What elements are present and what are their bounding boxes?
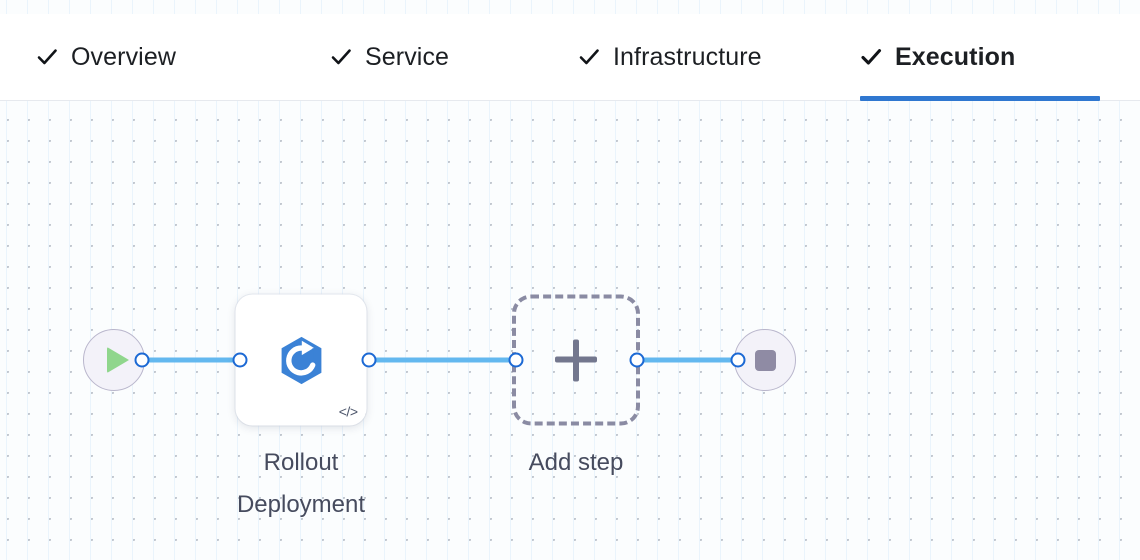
add-step-node[interactable]	[512, 294, 640, 426]
tab-service[interactable]: Service	[330, 14, 492, 100]
play-icon	[106, 347, 129, 373]
stage-tab-bar: Overview Service Infrastructure Executio…	[0, 14, 1140, 101]
tab-execution-underline	[860, 96, 1100, 101]
edge-start-to-rollout[interactable]	[142, 357, 240, 363]
plus-icon	[555, 339, 597, 381]
stage-tabs: Overview Service Infrastructure Executio…	[0, 14, 1140, 101]
rollout-deployment-icon	[275, 334, 327, 386]
port-addstep-input[interactable]	[508, 352, 524, 368]
check-icon	[330, 46, 352, 68]
code-icon[interactable]: </>	[338, 403, 358, 420]
check-icon	[860, 46, 882, 68]
tab-service-label: Service	[365, 42, 450, 71]
port-start-output[interactable]	[134, 352, 150, 368]
tab-overview[interactable]: Overview	[36, 14, 224, 100]
execution-flow-graph: </> Rollout Deployment Add step	[0, 101, 1140, 560]
node-label-rollout-deployment: Rollout Deployment	[236, 449, 366, 518]
tab-execution-label: Execution	[895, 42, 1016, 71]
stop-icon	[754, 349, 776, 371]
edge-addstep-to-end[interactable]	[637, 357, 738, 363]
tab-infrastructure-label: Infrastructure	[613, 42, 762, 71]
check-icon	[578, 46, 600, 68]
step-node-rollout-deployment[interactable]: </>	[235, 294, 367, 426]
port-rollout-input[interactable]	[232, 352, 248, 368]
port-addstep-output[interactable]	[629, 352, 645, 368]
check-icon	[36, 46, 58, 68]
port-end-input[interactable]	[730, 352, 746, 368]
edge-rollout-to-addstep[interactable]	[369, 357, 516, 363]
tab-execution[interactable]: Execution	[860, 14, 1100, 101]
node-label-add-step: Add step	[528, 449, 624, 476]
port-rollout-output[interactable]	[361, 352, 377, 368]
tab-infrastructure[interactable]: Infrastructure	[578, 14, 818, 100]
tab-overview-label: Overview	[71, 42, 176, 71]
